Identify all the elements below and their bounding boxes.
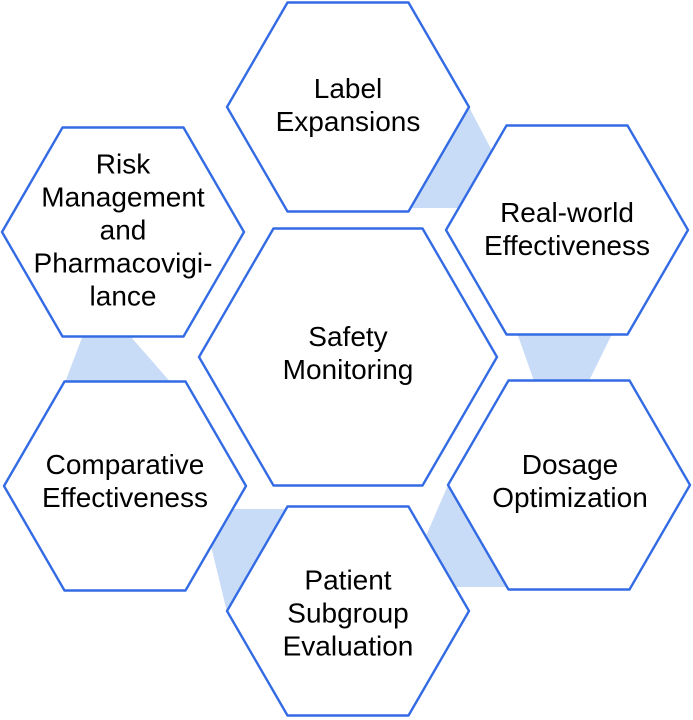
label-patient-subgroup: Patient Subgroup Evaluation — [282, 564, 414, 662]
label-safety-monitoring: Safety Monitoring — [282, 321, 414, 385]
hexagon-real-world-effectiveness — [444, 124, 690, 336]
hexagon-risk-management — [0, 126, 246, 338]
label-comparative-effectiveness: Comparative Effectiveness — [41, 449, 209, 513]
label-risk-management: Risk Management and Pharmacovigi- lance — [33, 148, 213, 312]
label-real-world-effectiveness: Real-world Effectiveness — [483, 197, 651, 261]
hexagon-patient-subgroup — [225, 505, 471, 717]
label-dosage-optimization: Dosage Optimization — [492, 449, 648, 513]
hexagon-dosage-optimization — [446, 379, 692, 591]
label-label-expansions: Label Expansions — [275, 73, 421, 137]
hexagon-label-expansions — [225, 1, 471, 213]
hexagon-comparative-effectiveness — [2, 380, 248, 592]
connector-bottom-left-triangle — [202, 509, 289, 612]
hexagon-safety-monitoring — [197, 227, 499, 487]
